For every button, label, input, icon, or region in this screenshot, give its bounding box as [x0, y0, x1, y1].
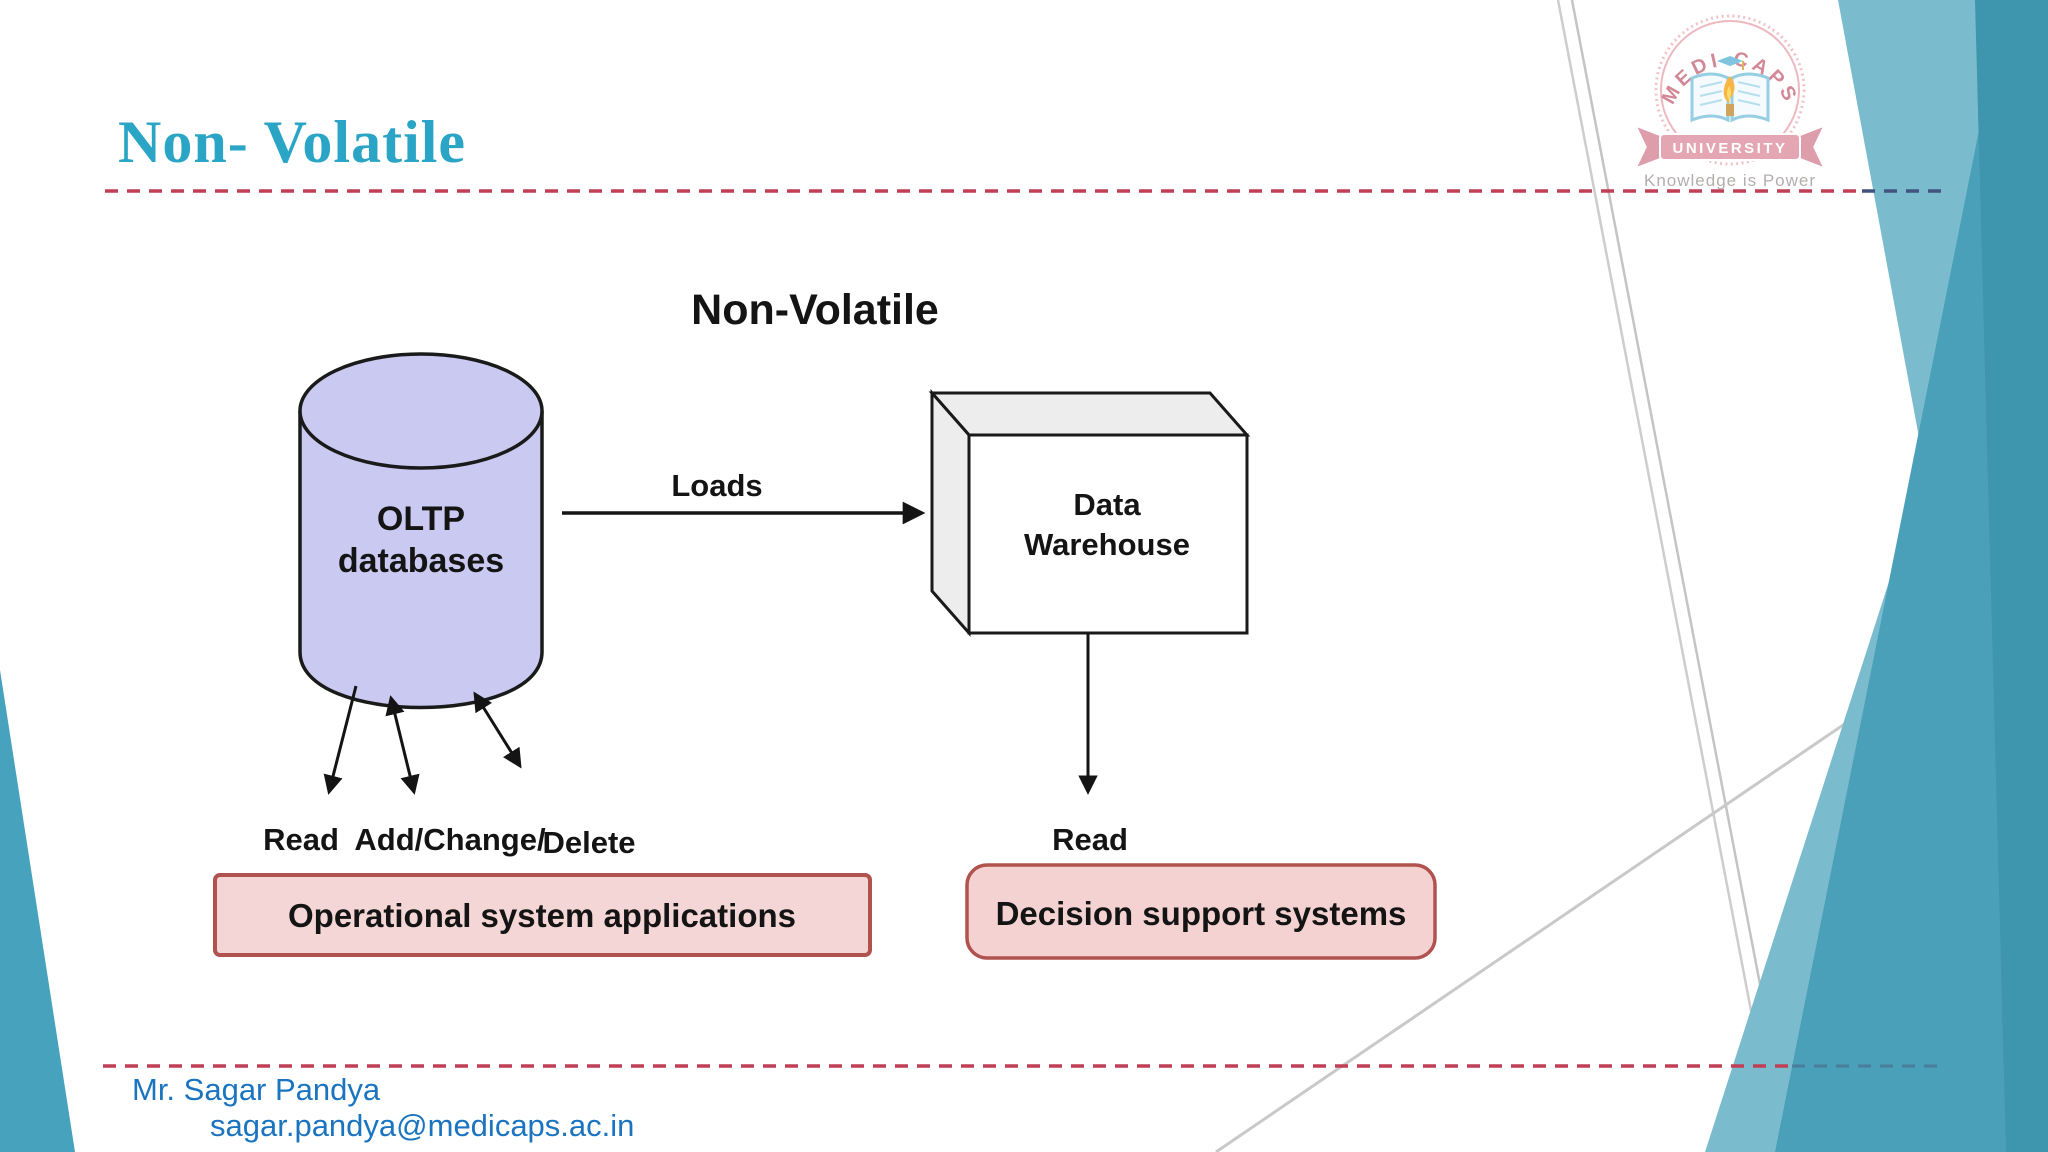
university-logo: MEDI-CAPS	[1634, 14, 1826, 190]
box-front-face	[967, 433, 1249, 635]
operational-systems-box: Operational system applications	[213, 873, 872, 957]
graduation-cap-icon	[1717, 56, 1744, 70]
loads-label: Loads	[671, 468, 762, 503]
delete-arrow	[473, 691, 522, 769]
warehouse-label-line2: Warehouse	[1024, 527, 1190, 562]
box-left-face	[930, 389, 971, 637]
oltp-cylinder: OLTP databases	[298, 352, 544, 710]
oltp-access-arrows	[323, 685, 522, 795]
operational-box-label: Operational system applications	[288, 897, 796, 934]
add-change-label: Add/Change/	[354, 822, 546, 857]
cylinder-body	[298, 411, 544, 710]
decision-box-shape	[965, 863, 1437, 960]
logo-banner-text: UNIVERSITY	[1672, 140, 1787, 157]
slide-title: Non- Volatile	[118, 109, 467, 175]
add-change-arrow	[385, 695, 420, 795]
cylinder-top	[298, 352, 544, 470]
open-book-icon	[1690, 72, 1770, 123]
diagonal-line	[1556, 0, 1780, 1152]
box-top-face	[928, 391, 1251, 437]
logo-tagline: Knowledge is Power	[1644, 171, 1816, 190]
delete-label: Delete	[542, 825, 635, 860]
oltp-label-line1: OLTP	[377, 500, 465, 538]
footer-presenter-name: Mr. Sagar Pandya	[132, 1072, 381, 1107]
teal-accent-left	[0, 670, 75, 1152]
teal-accent-dark	[1775, 0, 2048, 1152]
footer-presenter-email: sagar.pandya@medicaps.ac.in	[210, 1108, 635, 1143]
non-volatile-diagram: Non-Volatile OLTP databases Loads Data W…	[213, 286, 1437, 960]
data-warehouse-box: Data Warehouse	[928, 389, 1251, 637]
teal-accent-darkest	[1975, 0, 2048, 1152]
operational-box-shape	[213, 873, 872, 957]
decision-support-box: Decision support systems	[965, 863, 1437, 960]
oltp-label-line2: databases	[338, 542, 504, 580]
warehouse-label-line1: Data	[1073, 487, 1141, 522]
decision-box-label: Decision support systems	[996, 895, 1407, 932]
read-left-label: Read	[263, 822, 339, 857]
separators	[103, 189, 1950, 1068]
logo-ribbon-banner: UNIVERSITY	[1634, 124, 1826, 170]
read-right-label: Read	[1052, 822, 1128, 857]
read-arrow	[323, 685, 358, 795]
diagram-heading: Non-Volatile	[691, 286, 939, 334]
